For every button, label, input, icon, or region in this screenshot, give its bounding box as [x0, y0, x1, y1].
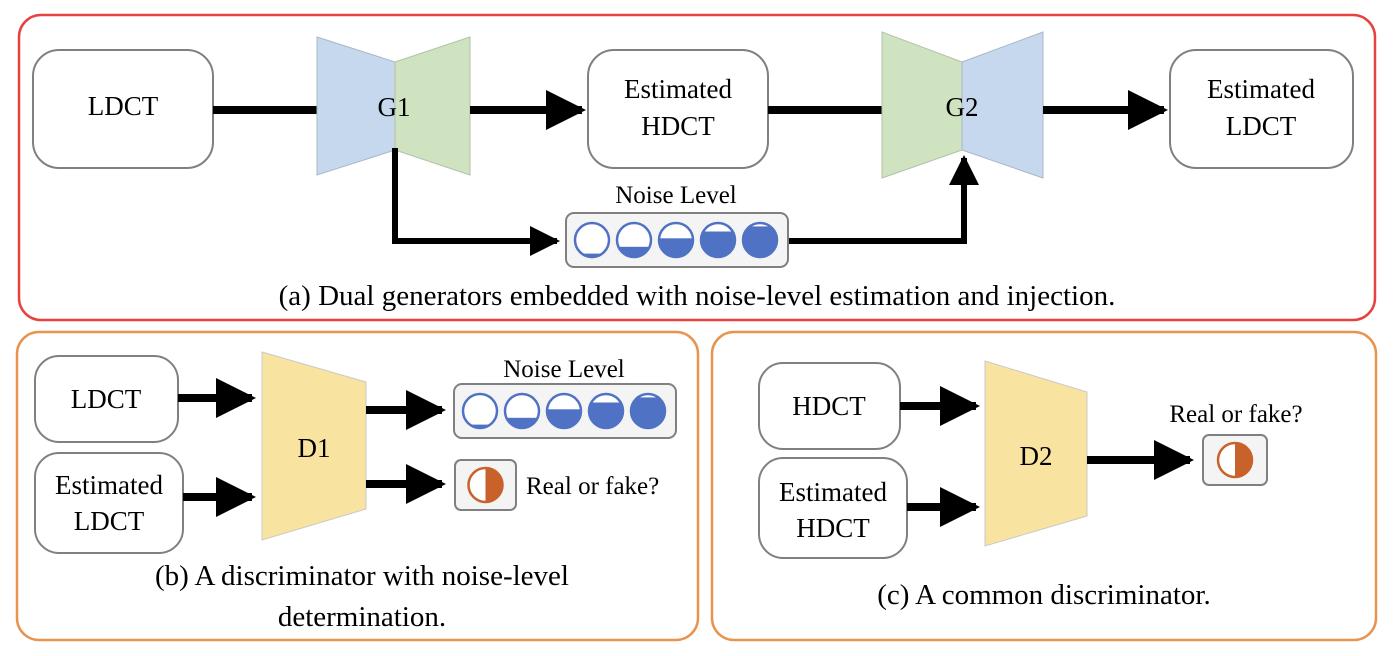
noise-level-fill: [659, 238, 693, 257]
panel-b-estimated-ldct-line1: Estimated: [55, 470, 163, 500]
noise-level-circle: [587, 392, 625, 430]
noise-level-circle: [461, 392, 499, 430]
g2-label: G2: [946, 92, 979, 122]
panel-a-estimated-ldct-line2: LDCT: [1226, 111, 1297, 141]
g1-decoder: [394, 36, 471, 176]
generator-g2: G2: [881, 31, 1044, 179]
panel-c-estimated-hdct-box: [758, 457, 908, 559]
panel-c-hdct-label: HDCT: [792, 391, 866, 421]
panel-a-estimated-hdct-box: [587, 49, 769, 169]
panel-a-edge-g1-noise: [392, 148, 560, 256]
noise-level-fill: [617, 246, 651, 257]
d1-label: D1: [298, 433, 331, 463]
panel-b-frame: [15, 330, 700, 642]
panel-a-caption: (a) Dual generators embedded with noise-…: [279, 280, 1116, 312]
noise-level-circle: [615, 221, 653, 259]
panel-a-estimated-ldct-box: [1169, 49, 1354, 169]
panel-b-caption-line1: (b) A discriminator with noise-level: [155, 560, 569, 592]
panel-a-estimated-hdct-line1: Estimated: [624, 74, 732, 104]
panel-a-noise-level-indicator: [573, 221, 779, 259]
noise-level-circle: [629, 392, 667, 430]
panel-a-estimated-hdct-line2: HDCT: [641, 111, 715, 141]
panel-b-estimated-ldct-box: [34, 452, 184, 554]
discriminator-d1: [261, 351, 367, 541]
noise-level-circle: [573, 221, 611, 259]
panel-c-real-fake-icon: [1216, 441, 1254, 479]
panel-b-caption-line2: determination.: [278, 601, 446, 633]
noise-level-circle: [699, 221, 737, 259]
panel-c-real-or-fake-label: Real or fake?: [1169, 401, 1302, 428]
panel-b-ldct-label: LDCT: [71, 384, 142, 414]
panel-c-frame: [710, 330, 1378, 642]
noise-level-fill: [547, 409, 581, 428]
panel-a-noise-level-label: Noise Level: [615, 182, 737, 209]
panel-b-estimated-ldct-line2: LDCT: [74, 506, 145, 536]
panel-c-caption: (c) A common discriminator.: [877, 579, 1210, 611]
g1-label: G1: [378, 92, 411, 122]
panel-b-real-or-fake-label: Real or fake?: [526, 473, 659, 500]
panel-a-edge-noise-g2: [789, 155, 979, 244]
panel-b-noise-level-label: Noise Level: [503, 356, 625, 383]
panel-b-noise-level-indicator: [461, 392, 667, 430]
panel-a-ldct-label: LDCT: [88, 91, 159, 121]
panel-a-frame: [17, 13, 1377, 322]
panel-c-estimated-hdct-line2: HDCT: [796, 513, 870, 543]
noise-level-fill: [575, 253, 609, 257]
generator-g1: G1: [316, 36, 471, 176]
noise-level-circle: [545, 392, 583, 430]
panel-a-estimated-ldct-line1: Estimated: [1207, 74, 1315, 104]
panel-b-real-fake-icon: [467, 466, 504, 504]
noise-level-circle: [741, 221, 779, 259]
discriminator-d2: [984, 360, 1088, 547]
noise-level-fill: [505, 417, 539, 428]
noise-level-circle: [503, 392, 541, 430]
d2-label: D2: [1020, 441, 1053, 471]
noise-level-fill: [463, 424, 497, 428]
panel-c-estimated-hdct-line1: Estimated: [779, 477, 887, 507]
noise-level-circle: [657, 221, 695, 259]
g2-encoder: [961, 31, 1044, 179]
